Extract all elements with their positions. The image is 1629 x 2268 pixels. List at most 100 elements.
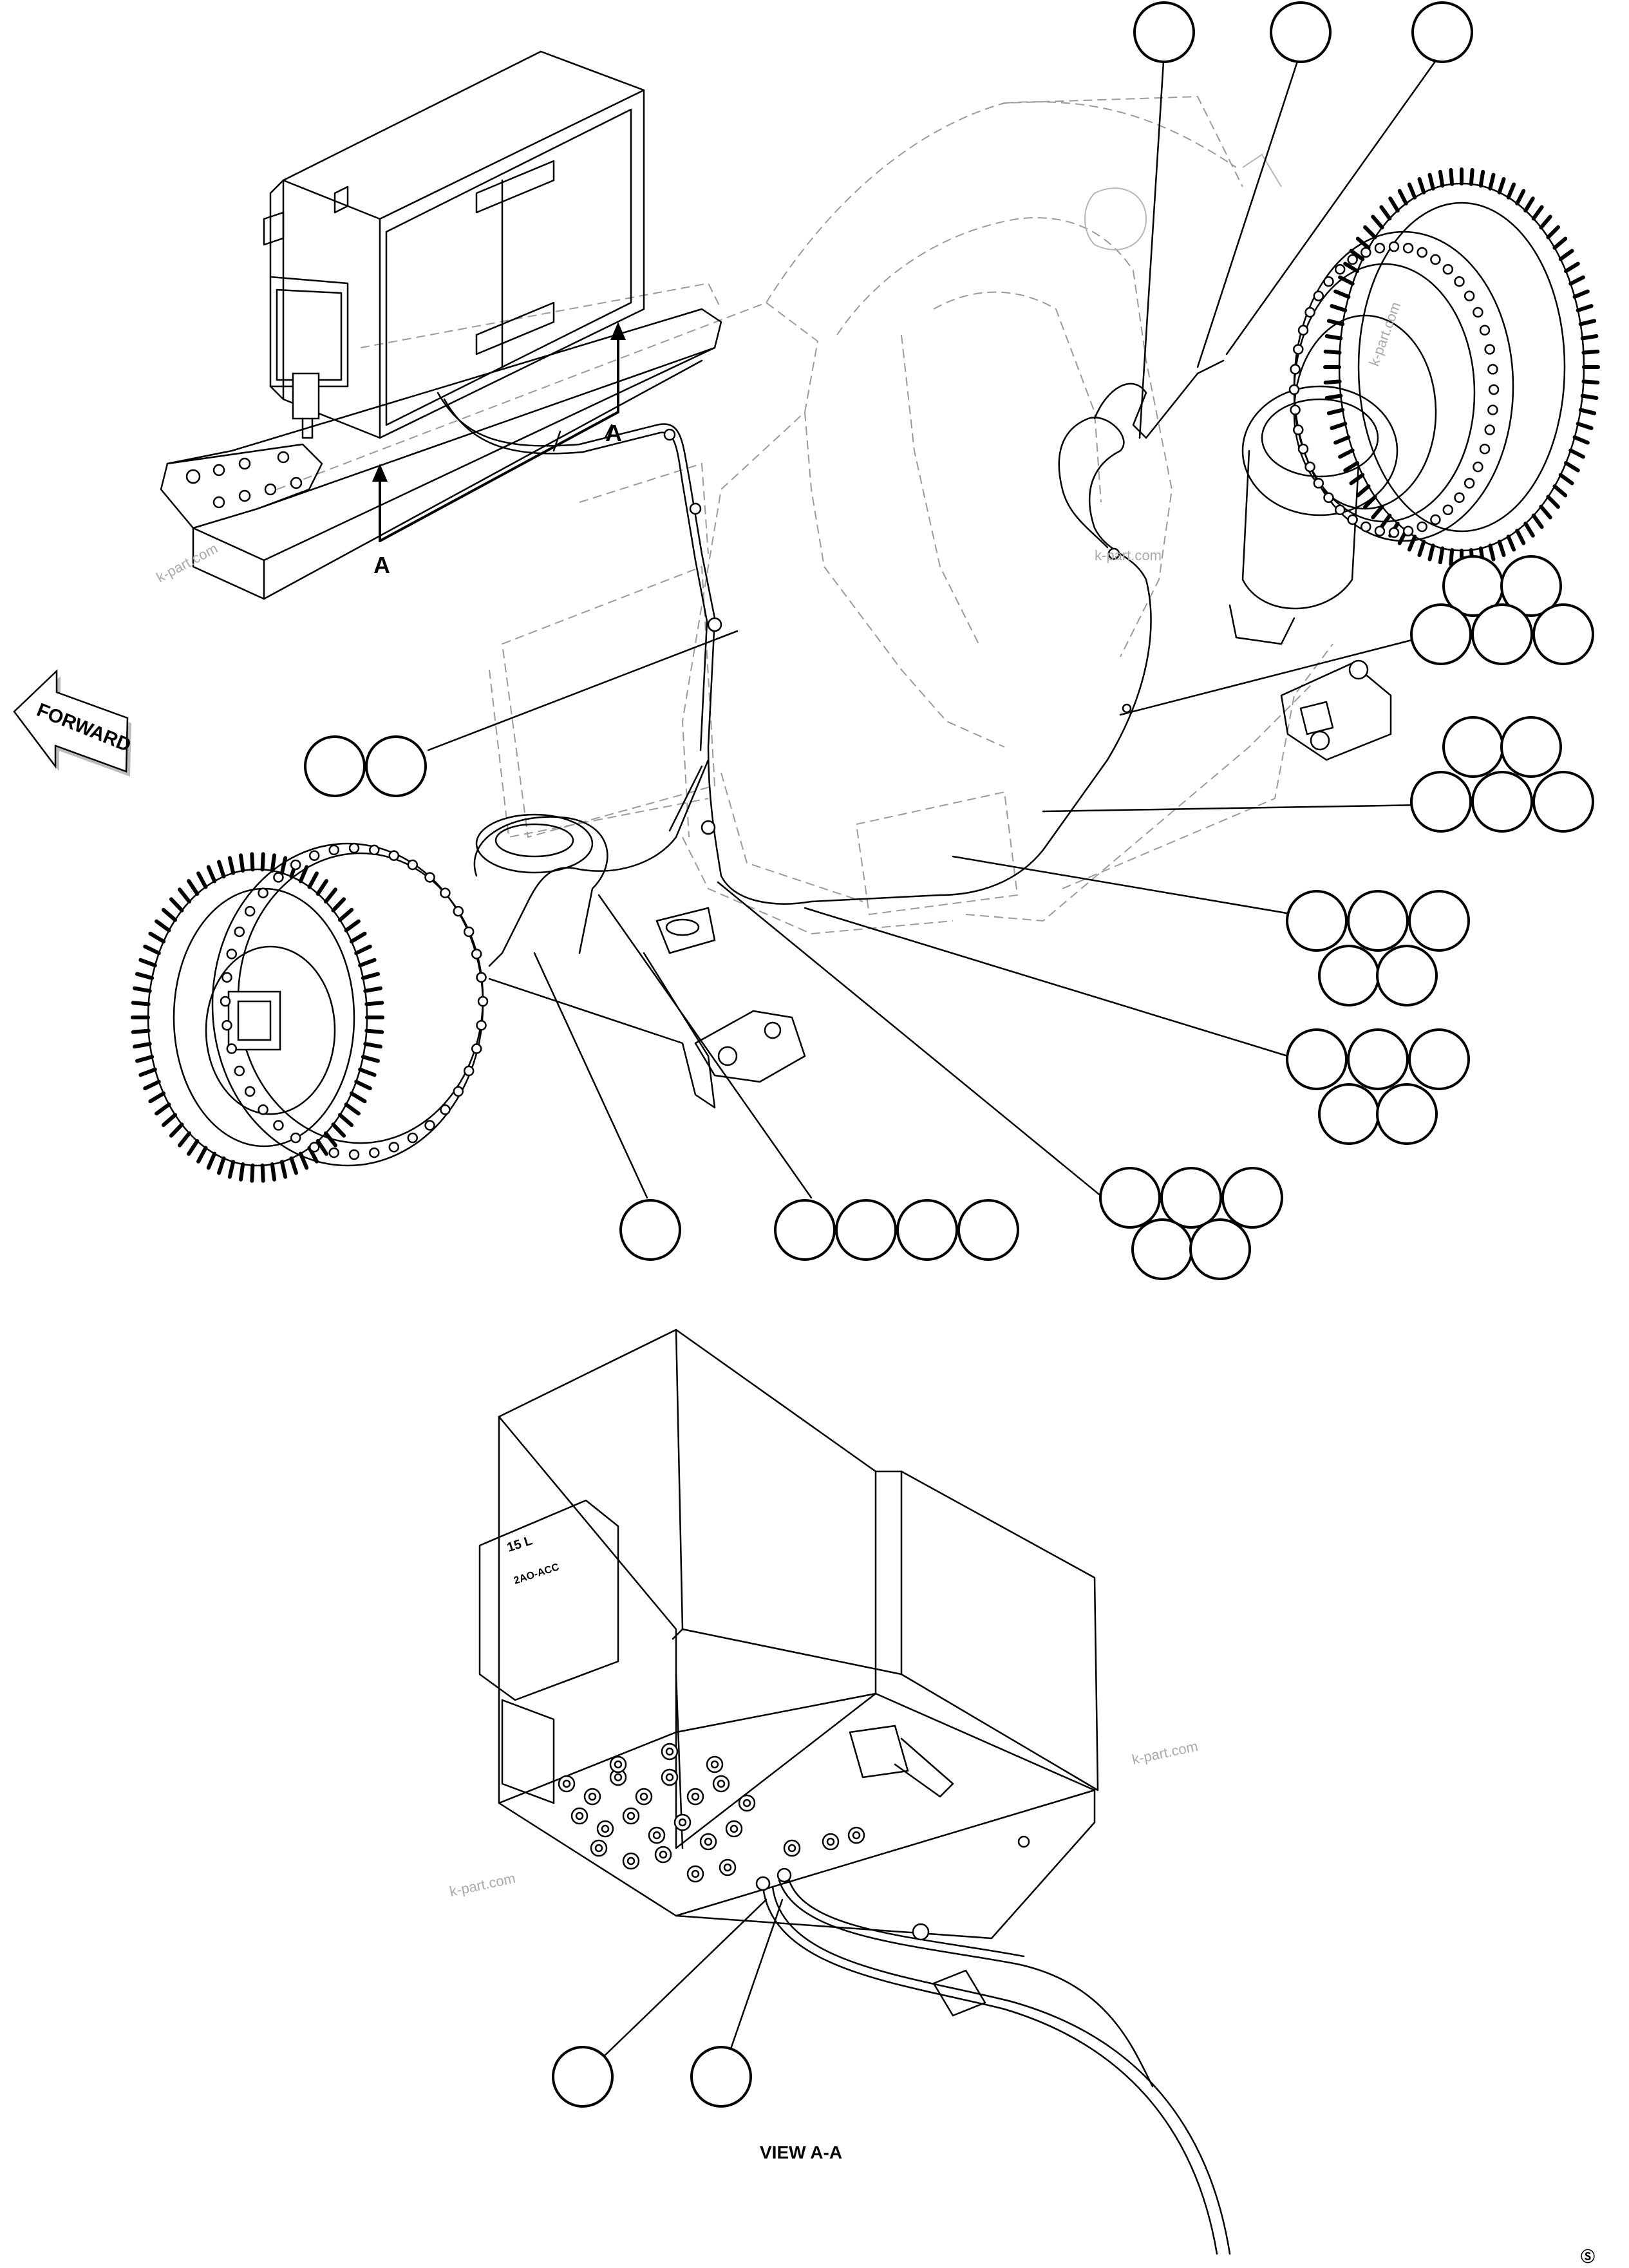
hub-bolt [1487, 404, 1498, 415]
wheel-tooth [217, 860, 226, 879]
hub-bolt [348, 842, 360, 854]
tank-label-1: 15 L [505, 1533, 534, 1555]
callout-bubble [1270, 1, 1332, 63]
hub-bolt [407, 1132, 419, 1144]
callout-bubble [1408, 1028, 1470, 1090]
wheel-tooth [1371, 504, 1384, 520]
hub-bolt [477, 996, 489, 1007]
callout-bubble [619, 1199, 681, 1261]
wheel-tooth [338, 1113, 354, 1128]
hub-bolt [328, 1147, 339, 1158]
hub-bolt [1304, 461, 1315, 473]
callout-bubble [1099, 1167, 1161, 1229]
hub-bolt [308, 850, 320, 861]
hub-bolt [328, 844, 339, 856]
wheel-tooth [349, 931, 367, 944]
tank-fitting-center [594, 1844, 603, 1853]
hub-bolt [234, 926, 245, 938]
tank-fitting-center [665, 1747, 674, 1756]
hub-bolt [220, 996, 231, 1007]
wheel-tooth [331, 897, 346, 912]
wheel-tooth [358, 1067, 377, 1077]
callout-bubble [1410, 771, 1472, 833]
hub-bolt [1388, 241, 1400, 252]
callout-bubble [774, 1199, 836, 1261]
wheel-tooth [1572, 435, 1590, 445]
wheel-tooth [1449, 548, 1455, 567]
wheel-tooth [1427, 543, 1435, 562]
hub-bolt [258, 1104, 268, 1115]
wheel-tooth [270, 853, 277, 873]
hub-bolt [388, 850, 400, 861]
wheel-tooth [1539, 214, 1552, 230]
tank-fitting-center [852, 1831, 861, 1840]
hub-bolt [226, 949, 238, 959]
wheel-tooth [1531, 513, 1544, 529]
wheel-tooth [1576, 304, 1594, 312]
callout-bubble [1318, 1083, 1380, 1145]
wheel-tooth [1438, 169, 1445, 188]
wheel-tooth [138, 958, 157, 968]
hub-bolt [424, 1120, 435, 1131]
wheel-tooth [1488, 543, 1496, 562]
tank-fitting-center [626, 1811, 636, 1820]
hub-bolt [476, 972, 487, 983]
tank-fitting-center [575, 1811, 584, 1820]
wheel-tooth [1506, 182, 1516, 200]
wheel-tooth [196, 1146, 208, 1164]
callout-bubble [1500, 555, 1562, 617]
wheel-tooth [298, 865, 309, 884]
wheel-tooth [1330, 304, 1348, 312]
wheel-tooth [1323, 349, 1342, 355]
watermark-3: k-part.com [1131, 1738, 1200, 1768]
wheel-tooth [279, 856, 288, 875]
wheel-tooth [131, 1001, 151, 1006]
hub-bolt [290, 1132, 301, 1144]
hub-bolt [1347, 514, 1358, 525]
wheel-tooth [133, 1042, 152, 1049]
hub-bolt [1479, 325, 1491, 336]
wheel-tooth [1506, 534, 1516, 552]
callout-bubble [304, 735, 366, 797]
wiring-harness [437, 359, 1225, 967]
wheel-tooth [1324, 334, 1343, 341]
tank-fitting-center [704, 1837, 713, 1846]
wheel-tooth [1333, 289, 1351, 299]
hub-bolt [1290, 364, 1301, 375]
wheel-tooth [1558, 249, 1574, 261]
wheel-tooth [1469, 167, 1474, 186]
wheel-tooth [1338, 275, 1355, 286]
wheel-tooth [169, 1122, 184, 1138]
hub-bolt [1442, 263, 1454, 275]
wheel-tooth [143, 1079, 161, 1091]
wheel-tooth [1546, 495, 1560, 509]
wheel-tooth [315, 879, 328, 896]
callout-bubble [1411, 1, 1473, 63]
hub-bolt [1430, 514, 1441, 525]
tank-fitting-center [678, 1818, 687, 1827]
wheel-tooth [323, 887, 337, 904]
wheel-tooth [143, 944, 161, 956]
tank-fitting-center [730, 1824, 739, 1833]
wheel-tooth [187, 1139, 200, 1156]
hub-bolt [1388, 527, 1400, 538]
wheel-tooth [1379, 205, 1392, 221]
wheel-tooth [196, 871, 208, 889]
tank-fitting-center [723, 1863, 732, 1872]
wheel-tooth [131, 1028, 151, 1034]
tank-label-2: 2AO-ACC [513, 1562, 561, 1587]
wheel-tooth [155, 1102, 171, 1116]
hub-bolt [1288, 384, 1300, 395]
wheel-tooth [1539, 504, 1552, 520]
wheel-tooth [1363, 225, 1377, 240]
hub-bolt [244, 905, 256, 917]
right-steering-knuckle [1280, 659, 1392, 761]
hub-bolt [1293, 344, 1304, 355]
callout-bubble [1221, 1167, 1283, 1229]
hub-bolt [440, 1104, 451, 1115]
tank-fitting-center [787, 1844, 796, 1853]
hub-bolt [1334, 504, 1346, 516]
wheel-tooth [148, 931, 166, 944]
hub-bolt [1361, 521, 1371, 533]
hub-bolt [1464, 478, 1475, 489]
